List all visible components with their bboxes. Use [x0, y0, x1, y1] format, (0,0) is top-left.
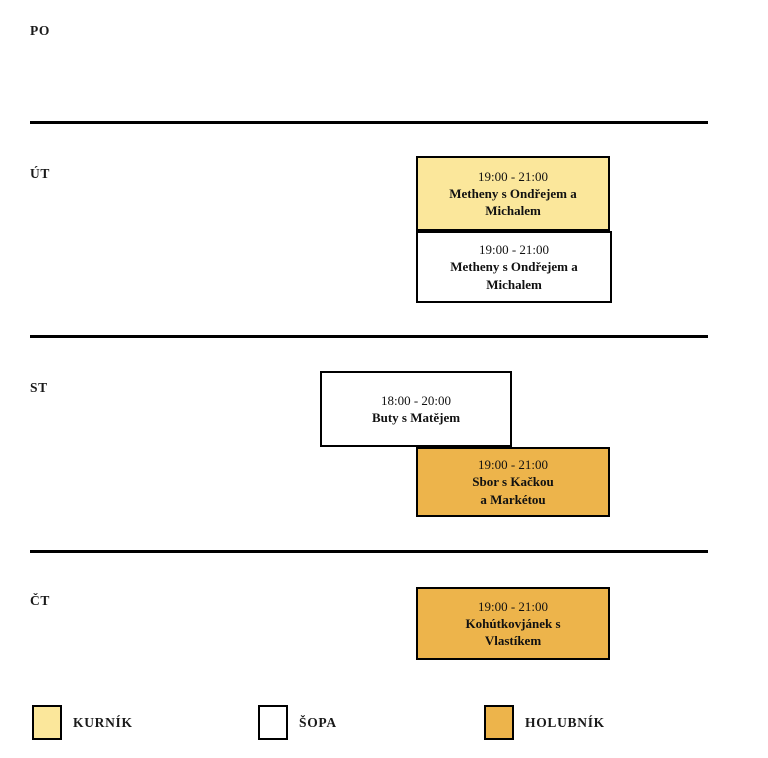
legend-swatch-sopa [258, 705, 288, 740]
legend-label-holubnik: HOLUBNÍK [525, 714, 605, 730]
event-title: Metheny s Ondřejem a [450, 259, 578, 275]
legend-item-kurnik[interactable]: KURNÍK [32, 700, 133, 745]
legend-label-sopa: ŠOPA [299, 714, 337, 730]
event-block[interactable]: 19:00 - 21:00 Metheny s Ondřejem a Micha… [416, 156, 610, 231]
event-time: 19:00 - 21:00 [477, 168, 549, 184]
event-block[interactable]: 19:00 - 21:00 Kohútkovjánek s Vlastíkem [416, 587, 610, 660]
event-title-cont: Michalem [486, 276, 542, 292]
legend-item-holubnik[interactable]: HOLUBNÍK [484, 700, 605, 745]
event-title: Sbor s Kačkou [472, 474, 554, 490]
day-label-ct: ČT [30, 593, 50, 608]
legend-item-sopa[interactable]: ŠOPA [258, 700, 337, 745]
event-title: Metheny s Ondřejem a [449, 185, 577, 201]
event-time: 19:00 - 21:00 [478, 242, 550, 258]
day-label-ut: ÚT [30, 166, 50, 181]
row-separator-st-ct [30, 550, 708, 553]
legend-swatch-kurnik [32, 705, 62, 740]
event-title: Buty s Matějem [371, 410, 461, 425]
venue-legend: KURNÍK ŠOPA HOLUBNÍK [0, 700, 768, 758]
event-title-cont: a Markétou [480, 491, 546, 507]
row-separator-po-ut [30, 121, 708, 124]
event-block[interactable]: 19:00 - 21:00 Metheny s Ondřejem a Micha… [416, 231, 612, 303]
day-label-st: ST [30, 380, 48, 395]
row-separator-ut-st [30, 335, 708, 338]
event-block[interactable]: 18:00 - 20:00 Buty s Matějem [320, 371, 512, 447]
day-label-po: PO [30, 23, 50, 38]
event-time: 19:00 - 21:00 [477, 457, 549, 473]
event-time: 19:00 - 21:00 [477, 598, 549, 614]
event-title: Kohútkovjánek s [465, 615, 561, 631]
event-title-cont: Michalem [485, 203, 541, 219]
event-block[interactable]: 19:00 - 21:00 Sbor s Kačkou a Markétou [416, 447, 610, 517]
event-title-cont: Vlastíkem [484, 633, 542, 649]
legend-label-kurnik: KURNÍK [73, 714, 133, 730]
event-time: 18:00 - 20:00 [380, 392, 452, 408]
legend-swatch-holubnik [484, 705, 514, 740]
